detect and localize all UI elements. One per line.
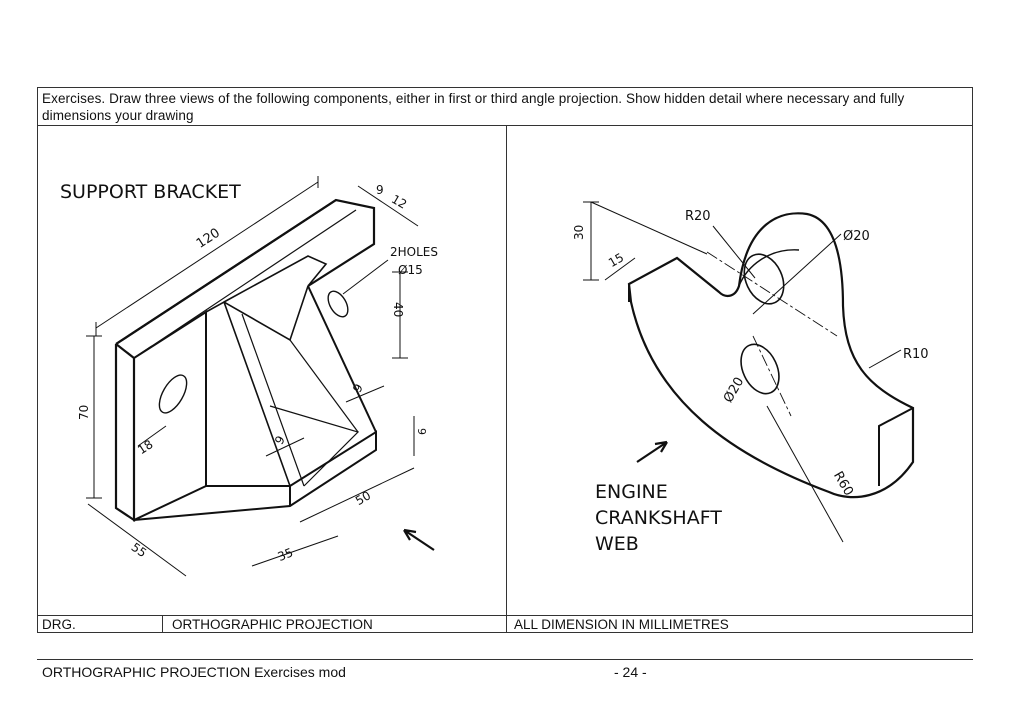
dim-dia15: Ø15 [398,263,423,277]
footer-page-number: - 24 - [614,664,647,680]
support-bracket-panel: SUPPORT BRACKET [38,126,506,615]
crankshaft-title-line1: ENGINE [595,481,668,503]
crankshaft-web-panel: R20 Ø20 30 15 R10 Ø20 R60 ENGINE CRANKSH… [507,126,973,615]
title-block-divider-1 [162,616,163,633]
title-block-title: ORTHOGRAPHIC PROJECTION [172,617,373,632]
exercise-sheet: Exercises. Draw three views of the follo… [37,87,973,633]
support-bracket-drawing: SUPPORT BRACKET [60,176,438,577]
title-block-divider-2 [506,616,507,633]
dim-9-base: 9 [415,428,428,435]
dim-holes: 2HOLES [390,245,438,259]
dim-r20: R20 [685,209,711,224]
support-bracket-title: SUPPORT BRACKET [60,181,241,203]
dim-9-right: 9 [350,381,366,395]
dim-30: 30 [572,225,586,240]
dim-18: 18 [135,437,155,457]
units-note: ALL DIMENSION IN MILLIMETRES [514,617,729,632]
dim-9-top: 9 [376,183,384,197]
dim-r10: R10 [903,347,929,362]
dim-dia20-mid: Ø20 [721,375,747,406]
title-block: DRG. ORTHOGRAPHIC PROJECTION ALL DIMENSI… [38,615,972,633]
dim-15: 15 [606,250,626,270]
dim-12: 12 [389,192,409,212]
dim-55: 55 [129,540,150,560]
footer-rule [37,659,973,660]
crankshaft-title-line3: WEB [595,533,639,555]
dim-50: 50 [353,488,373,508]
drg-label: DRG. [42,617,76,632]
dim-35: 35 [276,545,295,564]
crankshaft-web-drawing: R20 Ø20 30 15 R10 Ø20 R60 ENGINE CRANKSH… [572,201,929,555]
panel-divider [506,126,507,616]
crankshaft-title-line2: CRANKSHAFT [595,507,722,529]
footer-doc-name: ORTHOGRAPHIC PROJECTION Exercises mod [42,664,346,680]
dim-40: 40 [391,302,405,317]
dim-dia20-top: Ø20 [843,229,870,244]
instructions-text: Exercises. Draw three views of the follo… [38,88,972,126]
dim-70: 70 [77,405,91,420]
